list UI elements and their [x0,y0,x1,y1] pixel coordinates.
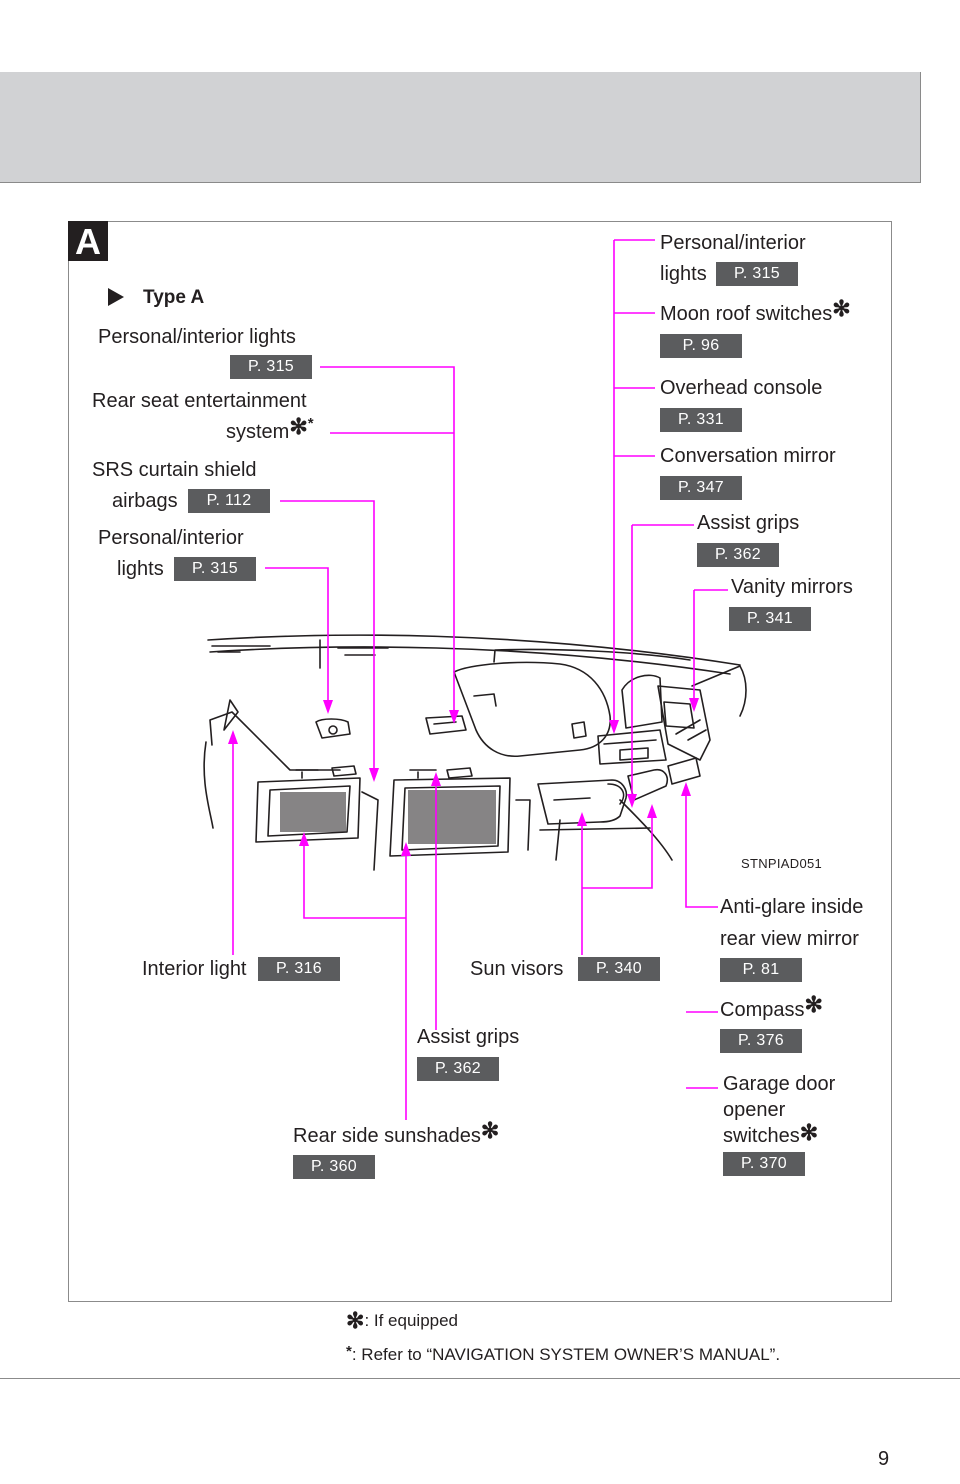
callout-personal-lights-top-line1: Personal/interior [660,232,806,254]
callout-rear-side-sunshades-label: Rear side sunshades [293,1125,481,1147]
page-ref-badge[interactable]: P. 315 [716,262,798,286]
callout-rear-side-sunshades: Rear side sunshades✻ [293,1118,500,1152]
page-ref-badge[interactable]: P. 331 [660,408,742,432]
callout-anti-glare-line1: Anti-glare inside [720,896,864,918]
figure-code: STNPIAD051 [741,856,823,871]
page-ref-badge[interactable]: P. 315 [174,557,256,581]
callout-moon-roof-switches: Moon roof switches✻ [660,296,851,330]
callout-srs-airbags-line2: airbags [112,490,178,512]
callout-compass-label: Compass [720,999,805,1021]
type-label: Type A [143,287,205,308]
callout-conversation-mirror: Conversation mirror [660,445,836,467]
footer-divider [0,1378,960,1379]
callout-garage-door-line1: Garage door [723,1073,836,1095]
footnote-refer-to: *: Refer to “NAVIGATION SYSTEM OWNER’S M… [346,1343,781,1365]
asterisk-icon: ✻ [480,1118,500,1143]
page-ref-badge[interactable]: P. 376 [720,1029,802,1053]
callout-assist-grips-bottom: Assist grips [417,1026,520,1048]
callout-sun-visors: Sun visors [470,958,564,980]
header-band [0,72,921,183]
asterisk-small-icon: * [307,415,314,432]
page-ref-badge[interactable]: P. 81 [720,958,802,982]
page-ref-badge[interactable]: P. 362 [697,543,779,567]
page-ref-badge[interactable]: P. 347 [660,476,742,500]
callout-rear-seat-entertainment-line1: Rear seat entertainment [92,390,307,412]
callout-garage-door-line3: switches✻ [723,1120,819,1149]
callout-interior-light: Interior light [142,958,247,980]
section-badge: A [68,221,108,262]
callout-moon-roof-label: Moon roof switches [660,303,833,325]
asterisk-small-icon: * [346,1343,352,1360]
callout-rear-seat-system-label: system [226,421,290,443]
callout-overhead-console: Overhead console [660,377,823,399]
page-ref-badge[interactable]: P. 96 [660,334,742,358]
callout-personal-lights-left1: Personal/interior lights [98,326,296,348]
page-ref-badge[interactable]: P. 360 [293,1155,375,1179]
page-ref-badge[interactable]: P. 341 [729,607,811,631]
callout-personal-lights-left2-line1: Personal/interior [98,527,244,549]
asterisk-icon: ✻ [346,1308,365,1333]
type-arrow-icon [108,288,124,306]
callout-garage-door-line2: opener [723,1099,786,1121]
callout-rear-seat-entertainment-line2: system✻* [226,414,314,448]
page-ref-badge[interactable]: P. 340 [578,957,660,981]
asterisk-icon: ✻ [289,414,308,439]
callout-vanity-mirrors: Vanity mirrors [731,576,853,598]
page-ref-badge[interactable]: P. 370 [723,1152,805,1176]
page-ref-badge[interactable]: P. 315 [230,355,312,379]
figure-frame [68,221,892,1302]
callout-assist-grips-right: Assist grips [697,512,800,534]
page-ref-badge[interactable]: P. 316 [258,957,340,981]
asterisk-icon: ✻ [804,992,823,1017]
callout-compass: Compass✻ [720,992,823,1026]
asterisk-icon: ✻ [799,1120,819,1145]
callout-anti-glare-line2: rear view mirror [720,928,859,950]
page-number: 9 [878,1448,890,1470]
footnote-if-equipped-text: : If equipped [364,1311,459,1330]
footnote-refer-to-text: : Refer to “NAVIGATION SYSTEM OWNER’S MA… [351,1345,781,1364]
page-ref-badge[interactable]: P. 112 [188,489,270,513]
footnote-if-equipped: ✻: If equipped [346,1308,459,1333]
callout-personal-lights-left2-line2: lights [117,558,164,580]
callout-srs-airbags-line1: SRS curtain shield [92,459,257,481]
page-ref-badge[interactable]: P. 362 [417,1057,499,1081]
callout-garage-door-switches-label: switches [723,1125,800,1147]
asterisk-icon: ✻ [832,296,851,321]
callout-personal-lights-top-line2: lights [660,263,707,285]
